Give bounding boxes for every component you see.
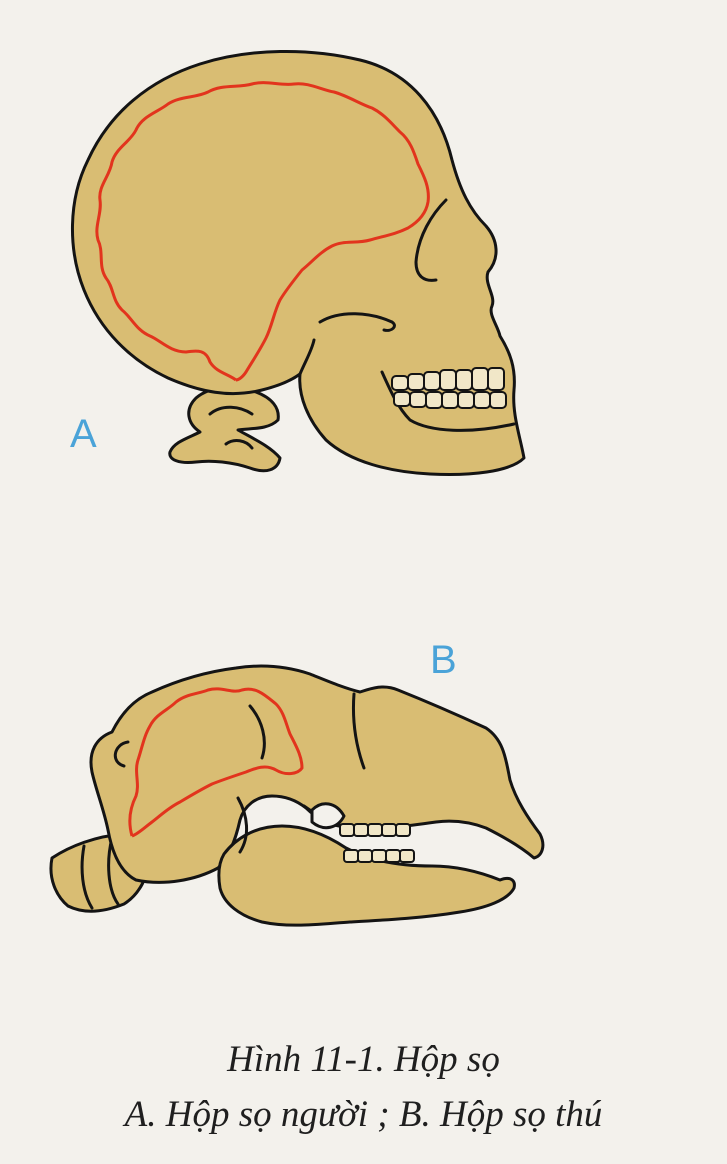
- animal-mandible: [219, 826, 515, 925]
- panel-label-a: A: [70, 414, 97, 454]
- human-vertebrae: [170, 387, 280, 471]
- animal-teeth: [340, 824, 414, 862]
- animal-skull: [51, 666, 543, 925]
- human-cranium: [72, 51, 524, 474]
- panel-label-b: B: [430, 640, 457, 680]
- figure-caption-legend: A. Hộp sọ người ; B. Hộp sọ thú: [0, 1093, 727, 1136]
- human-skull: [72, 51, 524, 474]
- human-teeth: [392, 368, 506, 408]
- figure-caption-title: Hình 11-1. Hộp sọ: [0, 1038, 727, 1081]
